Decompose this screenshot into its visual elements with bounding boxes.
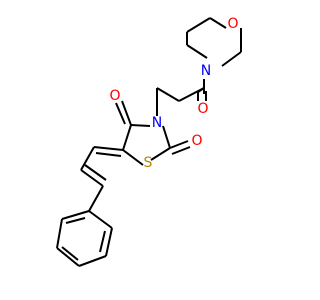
bond <box>115 102 126 125</box>
bond <box>95 152 122 157</box>
atom-o-amide: O <box>197 101 208 117</box>
bond <box>209 17 227 29</box>
amide-linker <box>156 79 207 116</box>
atom-o-morpholine: O <box>227 16 238 32</box>
atom-o-c2: O <box>191 133 202 149</box>
bond <box>178 87 205 102</box>
bond <box>122 124 132 151</box>
bond <box>162 125 171 149</box>
bond <box>156 87 180 102</box>
bond <box>56 247 80 267</box>
bond <box>169 140 189 149</box>
atom-s-ring: S <box>144 155 153 171</box>
molecule-svg: O N O N O O S <box>0 0 300 300</box>
bond <box>61 246 79 261</box>
thiazolidinedione-ring <box>115 100 191 166</box>
bond <box>56 218 63 249</box>
bond <box>105 227 113 257</box>
bond <box>221 51 242 67</box>
bond <box>150 147 171 161</box>
bond <box>121 100 132 126</box>
atom-n-morpholine: N <box>201 63 211 79</box>
bond <box>186 17 211 33</box>
phenyl-ring <box>56 210 113 267</box>
bond <box>99 230 106 253</box>
morpholine-ring <box>186 17 242 67</box>
bond <box>88 210 113 229</box>
atom-n-ring: N <box>152 115 162 131</box>
background <box>0 0 300 300</box>
bond <box>93 146 124 151</box>
bond <box>130 124 151 127</box>
bond <box>80 146 95 171</box>
molecule-diagram: O N O N O O S <box>0 0 300 300</box>
bond <box>88 185 104 212</box>
styryl-chain <box>80 146 124 212</box>
bond <box>65 217 86 224</box>
bond <box>61 210 90 220</box>
atom-labels: O N O N O O S <box>109 16 238 171</box>
bond <box>78 255 107 267</box>
bond <box>80 169 104 187</box>
bond <box>122 149 144 166</box>
bond <box>84 164 107 181</box>
atom-o-c4: O <box>109 88 120 104</box>
bond <box>186 44 208 59</box>
bond <box>171 146 191 155</box>
